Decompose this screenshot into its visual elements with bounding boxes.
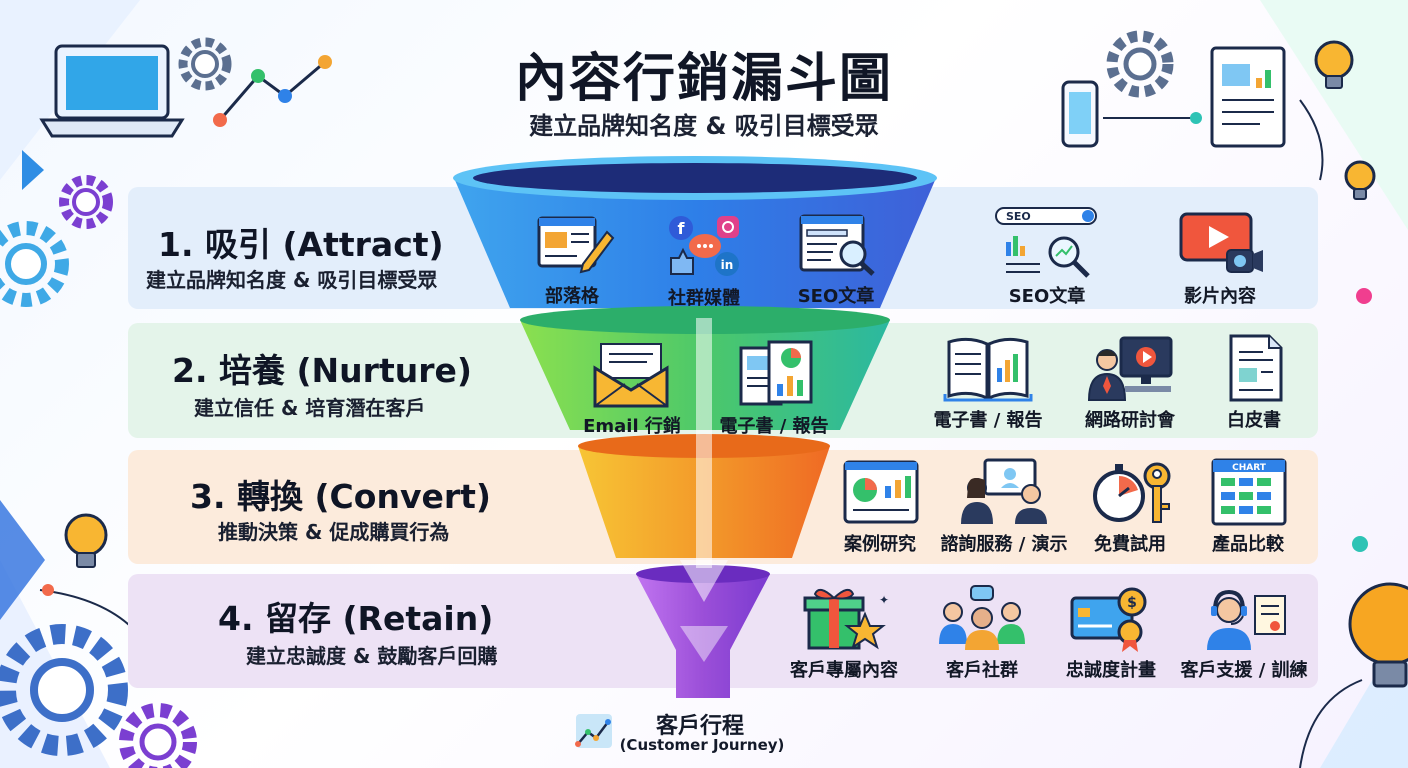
stage-desc-convert: 推動決策 & 促成購買行為 xyxy=(218,520,450,544)
item-whitepaper: 白皮書 xyxy=(1204,334,1304,432)
svg-text:$: $ xyxy=(1127,595,1137,611)
page-subtitle: 建立品牌知名度 & 吸引目標受眾 xyxy=(529,112,879,140)
item-customer-community: 客戶社群 xyxy=(922,584,1042,682)
case-study-dashboard-icon xyxy=(843,460,919,524)
gear-icon xyxy=(1106,30,1174,98)
item-label: 電子書 / 報告 xyxy=(933,410,1043,431)
item-email-marketing: Email 行銷 xyxy=(580,340,684,438)
item-label: Email 行銷 xyxy=(583,416,681,437)
svg-text:f: f xyxy=(678,219,686,238)
item-customer-support: 客戶支援 / 訓練 xyxy=(1174,584,1314,682)
stage-title-nurture: 2. 培養 (Nurture) xyxy=(172,351,472,390)
laptop-icon xyxy=(39,44,185,138)
chart-card-text: CHART xyxy=(1232,463,1267,473)
item-label: 白皮書 xyxy=(1227,410,1281,431)
item-label: 產品比較 xyxy=(1212,534,1284,555)
item-exclusive-content: ✦ 客戶專屬內容 xyxy=(778,584,910,682)
stage-desc-retain: 建立忠誠度 & 鼓勵客戶回購 xyxy=(246,644,498,668)
item-product-comparison: CHART 產品比較 xyxy=(1198,458,1298,556)
open-book-icon xyxy=(943,337,1033,402)
gift-star-icon: ✦ xyxy=(803,588,889,650)
loyalty-card-icon: $ xyxy=(1070,587,1147,652)
item-ebook-report: 電子書 / 報告 xyxy=(714,340,834,438)
item-label: 電子書 / 報告 xyxy=(719,416,829,437)
customer-journey-label: 客戶行程 xyxy=(655,714,744,739)
item-loyalty-program: $ 忠誠度計畫 xyxy=(1058,584,1164,682)
flow-arrow-shaft xyxy=(696,318,712,568)
stage-desc-nurture: 建立信任 & 培育潛在客戶 xyxy=(194,396,426,420)
community-people-icon xyxy=(939,585,1025,650)
gear-icon xyxy=(119,703,197,768)
lightbulb-icon xyxy=(64,513,108,568)
customer-journey-label-en: (Customer Journey) xyxy=(619,736,785,754)
item-label: SEO文章 xyxy=(797,286,875,307)
video-camera-icon xyxy=(1179,212,1263,273)
svg-text:in: in xyxy=(721,258,734,272)
comparison-chart-icon: CHART xyxy=(1211,458,1287,526)
whitepaper-icon xyxy=(1229,334,1283,402)
stage-title-attract: 1. 吸引 (Attract) xyxy=(158,225,444,264)
gear-icon xyxy=(178,37,232,91)
support-headset-icon xyxy=(1207,589,1286,650)
gear-icon xyxy=(0,221,69,307)
item-label: SEO文章 xyxy=(1008,286,1086,307)
item-label: 客戶社群 xyxy=(946,660,1018,681)
gear-icon xyxy=(0,624,128,756)
network-line-icon xyxy=(213,55,332,127)
lightbulb-icon xyxy=(1348,582,1408,688)
svg-text:✦: ✦ xyxy=(879,593,889,607)
item-label: 客戶支援 / 訓練 xyxy=(1180,660,1308,681)
seo-magnifier-icon xyxy=(799,214,875,276)
item-label: 客戶專屬內容 xyxy=(790,660,898,681)
lightbulb-icon xyxy=(1314,40,1354,89)
item-case-study: 案例研究 xyxy=(830,458,930,556)
email-envelope-icon xyxy=(593,343,669,408)
gear-icon xyxy=(59,175,113,229)
stage-title-convert: 3. 轉換 (Convert) xyxy=(190,477,491,516)
item-consulting-demo: 諮詢服務 / 演示 xyxy=(932,458,1076,556)
report-chart-icon xyxy=(739,340,813,406)
page-title: 內容行銷漏斗圖 xyxy=(514,49,893,109)
item-video-content: 影片內容 xyxy=(1170,210,1270,308)
webinar-presenter-icon xyxy=(1087,336,1173,401)
item-label: 案例研究 xyxy=(844,534,916,555)
item-label: 諮詢服務 / 演示 xyxy=(940,534,1068,555)
flow-arrow-head xyxy=(680,626,728,662)
item-seo-article-2: SEO SEO文章 xyxy=(992,206,1102,308)
lightbulb-icon xyxy=(1344,160,1376,200)
stopwatch-key-icon xyxy=(1093,462,1171,523)
smartphone-icon xyxy=(1061,80,1099,148)
seo-search-icon: SEO xyxy=(995,207,1097,278)
seo-search-text: SEO xyxy=(1006,210,1031,223)
item-label: 影片內容 xyxy=(1184,286,1256,307)
stage-title-retain: 4. 留存 (Retain) xyxy=(218,599,494,638)
item-label: 部落格 xyxy=(545,286,599,307)
consulting-meeting-icon xyxy=(961,458,1047,524)
document-icon xyxy=(1210,46,1286,148)
item-label: 網路研討會 xyxy=(1085,410,1175,431)
item-free-trial: 免費試用 xyxy=(1080,458,1180,556)
customer-journey-icon xyxy=(575,714,612,748)
item-label: 社群媒體 xyxy=(668,288,740,309)
item-social-media: f in 社群媒體 xyxy=(652,212,756,310)
stage-desc-attract: 建立品牌知名度 & 吸引目標受眾 xyxy=(146,268,438,292)
item-seo-article: SEO文章 xyxy=(786,210,886,308)
item-blog: 部落格 xyxy=(522,210,622,308)
blog-pencil-icon xyxy=(537,216,615,274)
item-webinar: 網路研討會 xyxy=(1070,334,1190,432)
flow-arrow-head xyxy=(680,560,728,602)
social-media-icon: f in xyxy=(669,216,739,276)
item-ebook-report-2: 電子書 / 報告 xyxy=(926,334,1050,432)
item-label: 忠誠度計畫 xyxy=(1066,660,1156,681)
item-label: 免費試用 xyxy=(1094,534,1166,555)
